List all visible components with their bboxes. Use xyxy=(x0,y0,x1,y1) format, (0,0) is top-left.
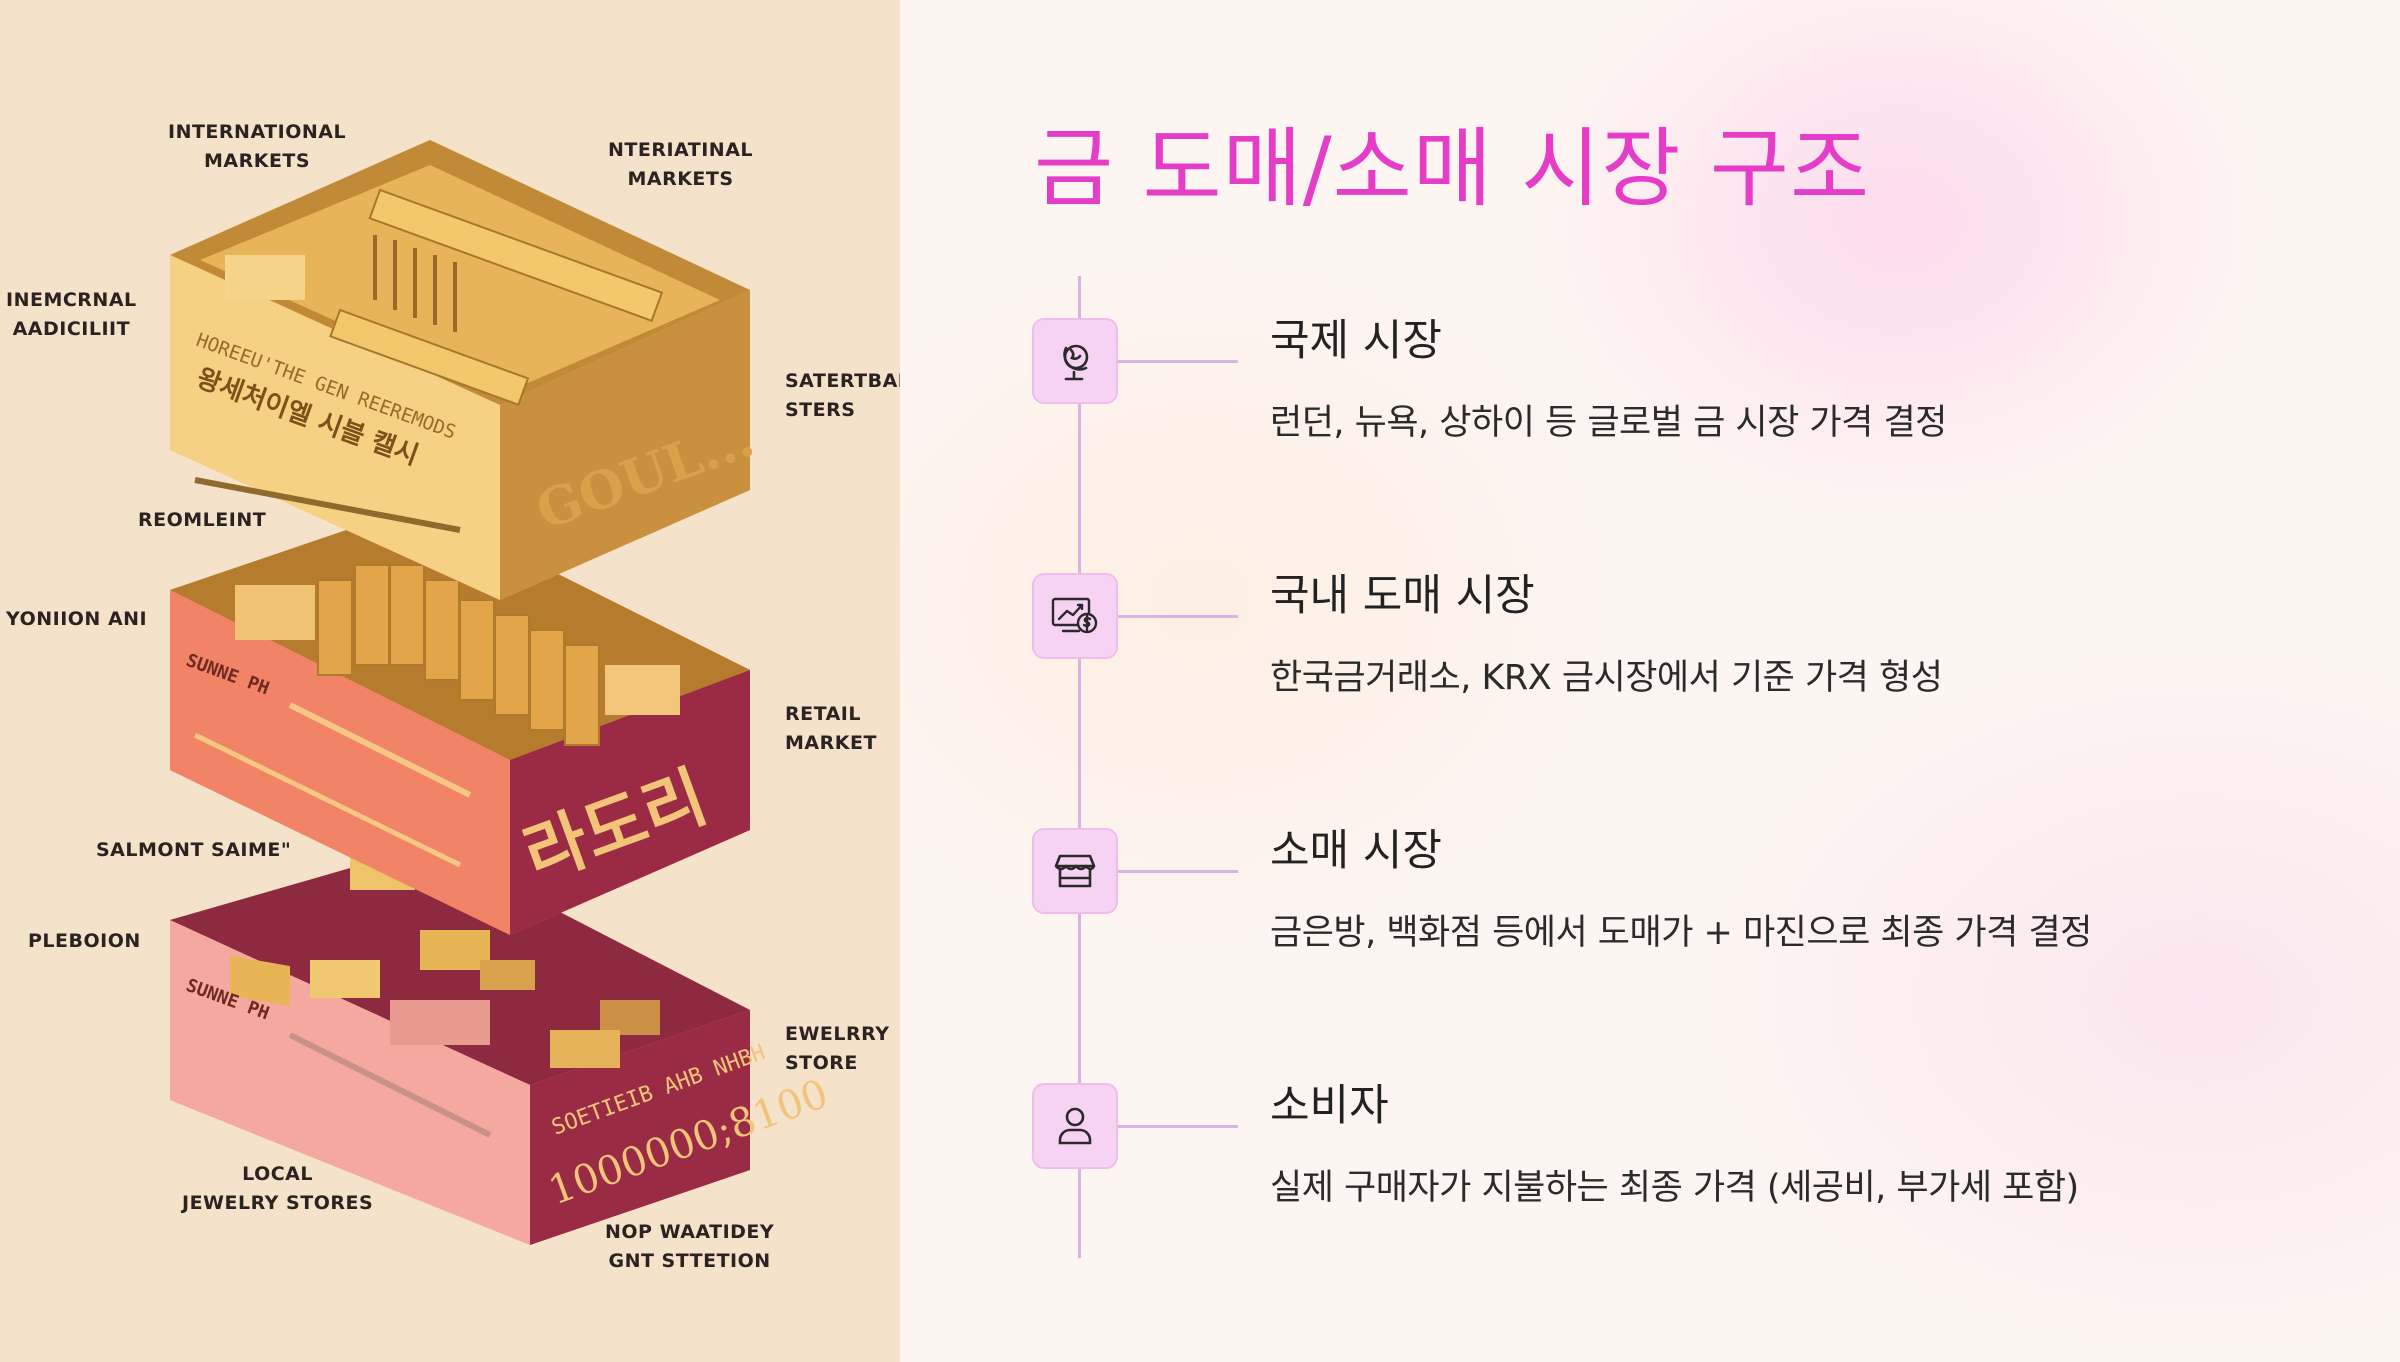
step-description: 실제 구매자가 지불하는 최종 가격 (세공비, 부가세 포함) xyxy=(1270,1168,2079,1208)
content-panel: 금 도매/소매 시장 구조 국제 시장 런던, 뉴욕, 상하이 등 글로벌 금 … xyxy=(900,0,2400,1362)
step-retail-market: 소매 시장 금은방, 백화점 등에서 도매가 + 마진으로 최종 가격 결정 xyxy=(1032,826,2232,968)
step-connector xyxy=(1118,1125,1238,1128)
step-consumer: 소비자 실제 구매자가 지불하는 최종 가격 (세공비, 부가세 포함) xyxy=(1032,1081,2232,1223)
layered-market-boxes-illustration: HOREEU'THE GEN REEREMODS 왕세처이엘 시블 캘시 GOU… xyxy=(170,140,834,1245)
label-inemcrnal: INEMCRNAL AADICILIIT xyxy=(6,289,137,340)
timeline-line xyxy=(1078,276,1081,1258)
step-description: 한국금거래소, KRX 금시장에서 기준 가격 형성 xyxy=(1270,658,1943,698)
top-box xyxy=(170,140,750,600)
label-pleboion: PLEBOION xyxy=(28,930,141,952)
globe-icon xyxy=(1032,318,1118,404)
label-salmont: SALMONT SAIME" xyxy=(96,839,292,861)
label-local-jewelry-stores: LOCAL JEWELRY STORES xyxy=(182,1163,374,1214)
store-icon xyxy=(1032,828,1118,914)
illustration-panel: HOREEU'THE GEN REEREMODS 왕세처이엘 시블 캘시 GOU… xyxy=(0,0,900,1362)
label-international-markets-1: INTERNATIONAL MARKETS xyxy=(168,121,347,172)
step-international-market: 국제 시장 런던, 뉴욕, 상하이 등 글로벌 금 시장 가격 결정 xyxy=(1032,316,2232,458)
step-title: 소매 시장 xyxy=(1270,826,1442,876)
step-connector xyxy=(1118,360,1238,363)
step-title: 국내 도매 시장 xyxy=(1270,571,1535,621)
label-reomleint: REOMLEINT xyxy=(138,509,267,531)
label-nop-waatidey: NOP WAATIDEY GNT STTETION xyxy=(605,1221,775,1272)
step-connector xyxy=(1118,870,1238,873)
step-title: 소비자 xyxy=(1270,1081,1389,1131)
step-description: 금은방, 백화점 등에서 도매가 + 마진으로 최종 가격 결정 xyxy=(1270,913,2092,953)
label-retail-market: RETAIL MARKET xyxy=(785,703,877,754)
step-connector xyxy=(1118,615,1238,618)
label-international-markets-2: NTERIATINAL MARKETS xyxy=(608,139,754,190)
label-yoniion: YONIION ANI xyxy=(6,608,148,630)
chart-dollar-icon xyxy=(1032,573,1118,659)
page-title: 금 도매/소매 시장 구조 xyxy=(1034,119,1871,219)
middle-box xyxy=(170,505,750,935)
step-domestic-wholesale: 국내 도매 시장 한국금거래소, KRX 금시장에서 기준 가격 형성 xyxy=(1032,571,2232,713)
step-description: 런던, 뉴욕, 상하이 등 글로벌 금 시장 가격 결정 xyxy=(1270,403,1947,443)
user-icon xyxy=(1032,1083,1118,1169)
label-jewelry-store: EWELRRY STORE xyxy=(785,1023,890,1074)
step-title: 국제 시장 xyxy=(1270,316,1442,366)
label-satertbal: SATERTBAL STERS xyxy=(785,370,900,421)
bottom-box xyxy=(170,845,750,1245)
